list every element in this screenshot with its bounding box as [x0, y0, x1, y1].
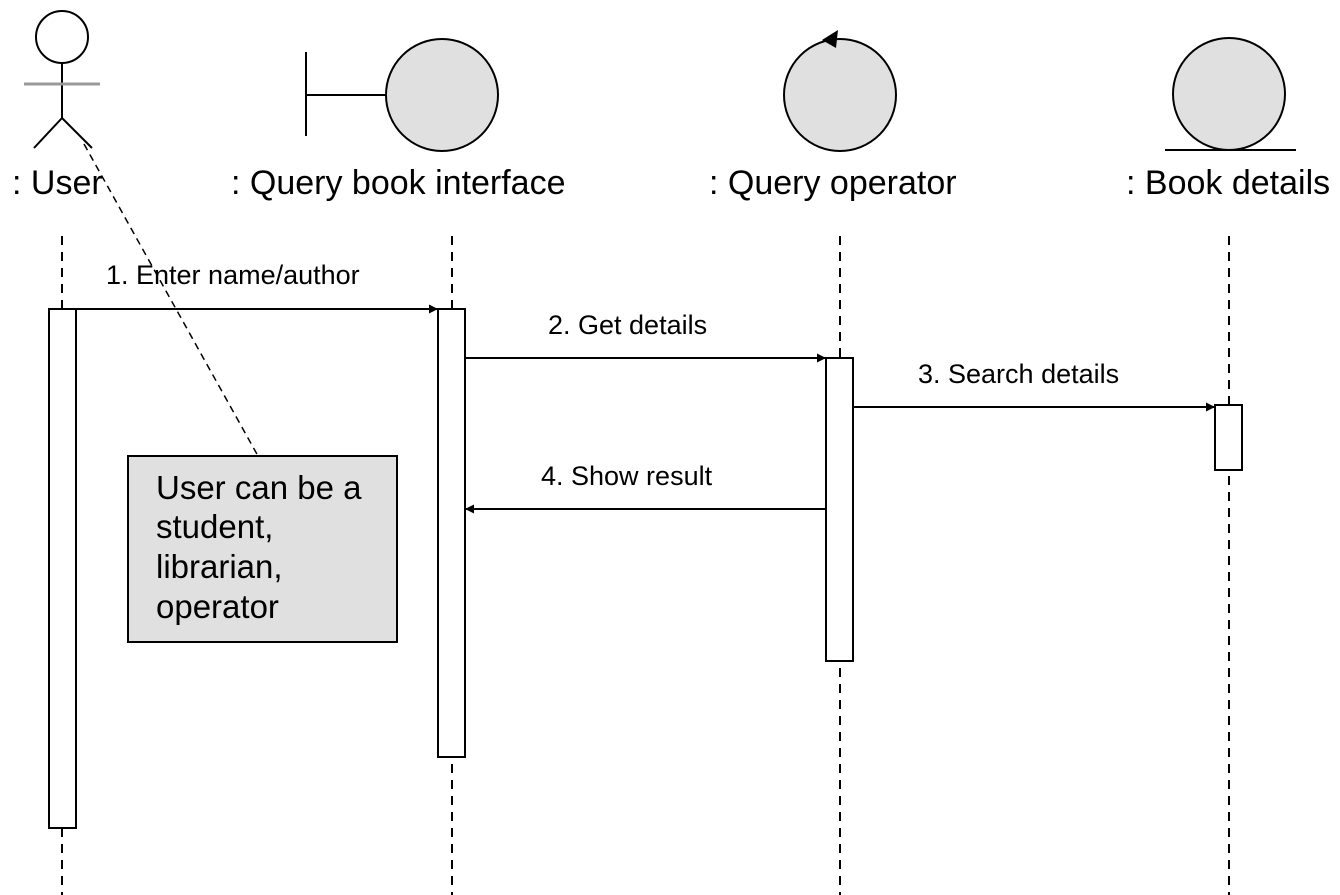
note-line-3: librarian,	[156, 548, 283, 585]
note-box	[127, 455, 398, 643]
participant-boundary-label: : Query book interface	[231, 164, 566, 202]
activation-control	[825, 357, 854, 662]
message-3-label: 3. Search details	[918, 359, 1119, 389]
note-line-4: operator	[156, 588, 279, 625]
message-4-label: 4. Show result	[541, 461, 713, 491]
activation-user	[48, 308, 77, 829]
activation-entity	[1214, 404, 1243, 471]
entity-icon	[1165, 37, 1296, 151]
actor-icon	[24, 10, 100, 149]
participant-control-label: : Query operator	[709, 164, 957, 202]
note-line-1: User can be a	[156, 469, 362, 506]
activation-boundary	[437, 308, 466, 758]
participant-entity-label: : Book details	[1126, 164, 1330, 202]
boundary-icon	[305, 38, 499, 152]
message-1-label: 1. Enter name/author	[106, 260, 360, 290]
message-2-label: 2. Get details	[548, 310, 707, 340]
participant-user-label: : User	[12, 164, 103, 202]
control-icon	[783, 30, 897, 152]
note-line-2: student,	[156, 508, 273, 545]
